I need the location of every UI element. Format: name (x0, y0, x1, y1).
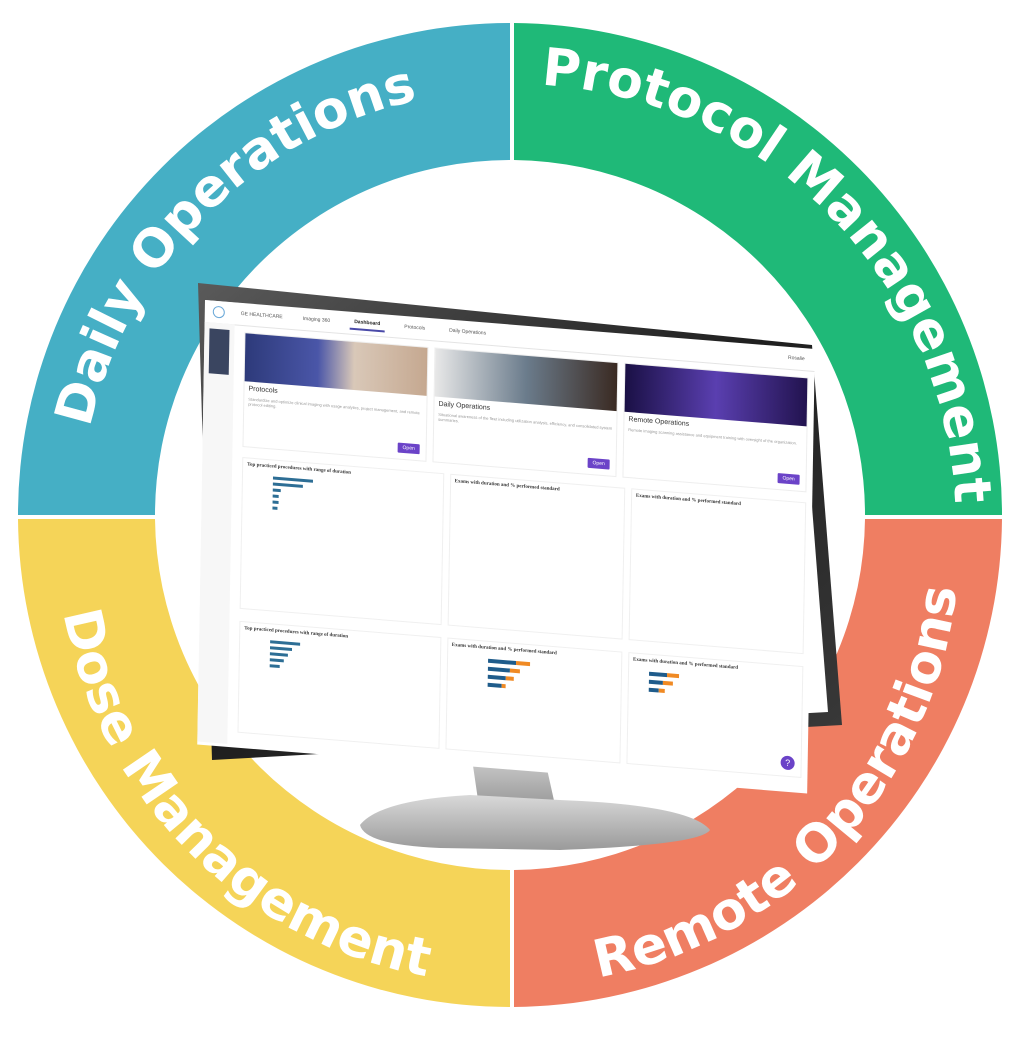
chart-panel: Exams with duration and % performed stan… (626, 652, 804, 778)
segment-remote-operations (514, 519, 1002, 1007)
panel-title: Exams with duration and % performed stan… (451, 642, 557, 657)
open-button[interactable]: Open (777, 473, 800, 485)
help-icon[interactable]: ? (780, 755, 795, 771)
card-protocols: Protocols Standardize and optimize clini… (242, 332, 429, 462)
tab-protocols[interactable]: Protocols (404, 324, 426, 332)
chart-panel: Top practiced procedures with range of d… (237, 620, 441, 749)
ge-logo-icon (212, 305, 225, 319)
chart-panel: Top practiced procedures with range of d… (239, 457, 444, 626)
tab-dashboard[interactable]: Dashboard (350, 315, 385, 333)
open-button[interactable]: Open (587, 457, 610, 470)
chart-panel: Exams with duration and % performed stan… (628, 488, 807, 655)
dashboard-panels: Top practiced procedures with range of d… (197, 444, 812, 779)
segment-daily-operations (18, 23, 510, 515)
chart-panel: Exams with duration and % performed stan… (444, 637, 623, 764)
monitor-screen: GE HEALTHCARE Imaging 360 Dashboard Prot… (197, 300, 815, 794)
panel-title: Exams with duration and % performed stan… (635, 493, 741, 508)
chart-panel: Exams with duration and % performed stan… (447, 473, 625, 640)
panel-title: Exams with duration and % performed stan… (454, 479, 560, 493)
card-remote-operations: Remote Operations Remote imaging scannin… (622, 362, 809, 493)
open-button[interactable]: Open (397, 442, 420, 455)
card-daily-operations: Daily Operations Situational awareness o… (432, 347, 619, 478)
logo-text: GE HEALTHCARE (240, 310, 283, 321)
segment-protocol-management (514, 23, 1002, 515)
segment-dose-management (18, 519, 510, 1007)
tab-imaging-360[interactable]: Imaging 360 (302, 315, 331, 325)
user-menu[interactable]: Rosalie (787, 354, 805, 363)
tab-daily-operations[interactable]: Daily Operations (449, 327, 487, 337)
